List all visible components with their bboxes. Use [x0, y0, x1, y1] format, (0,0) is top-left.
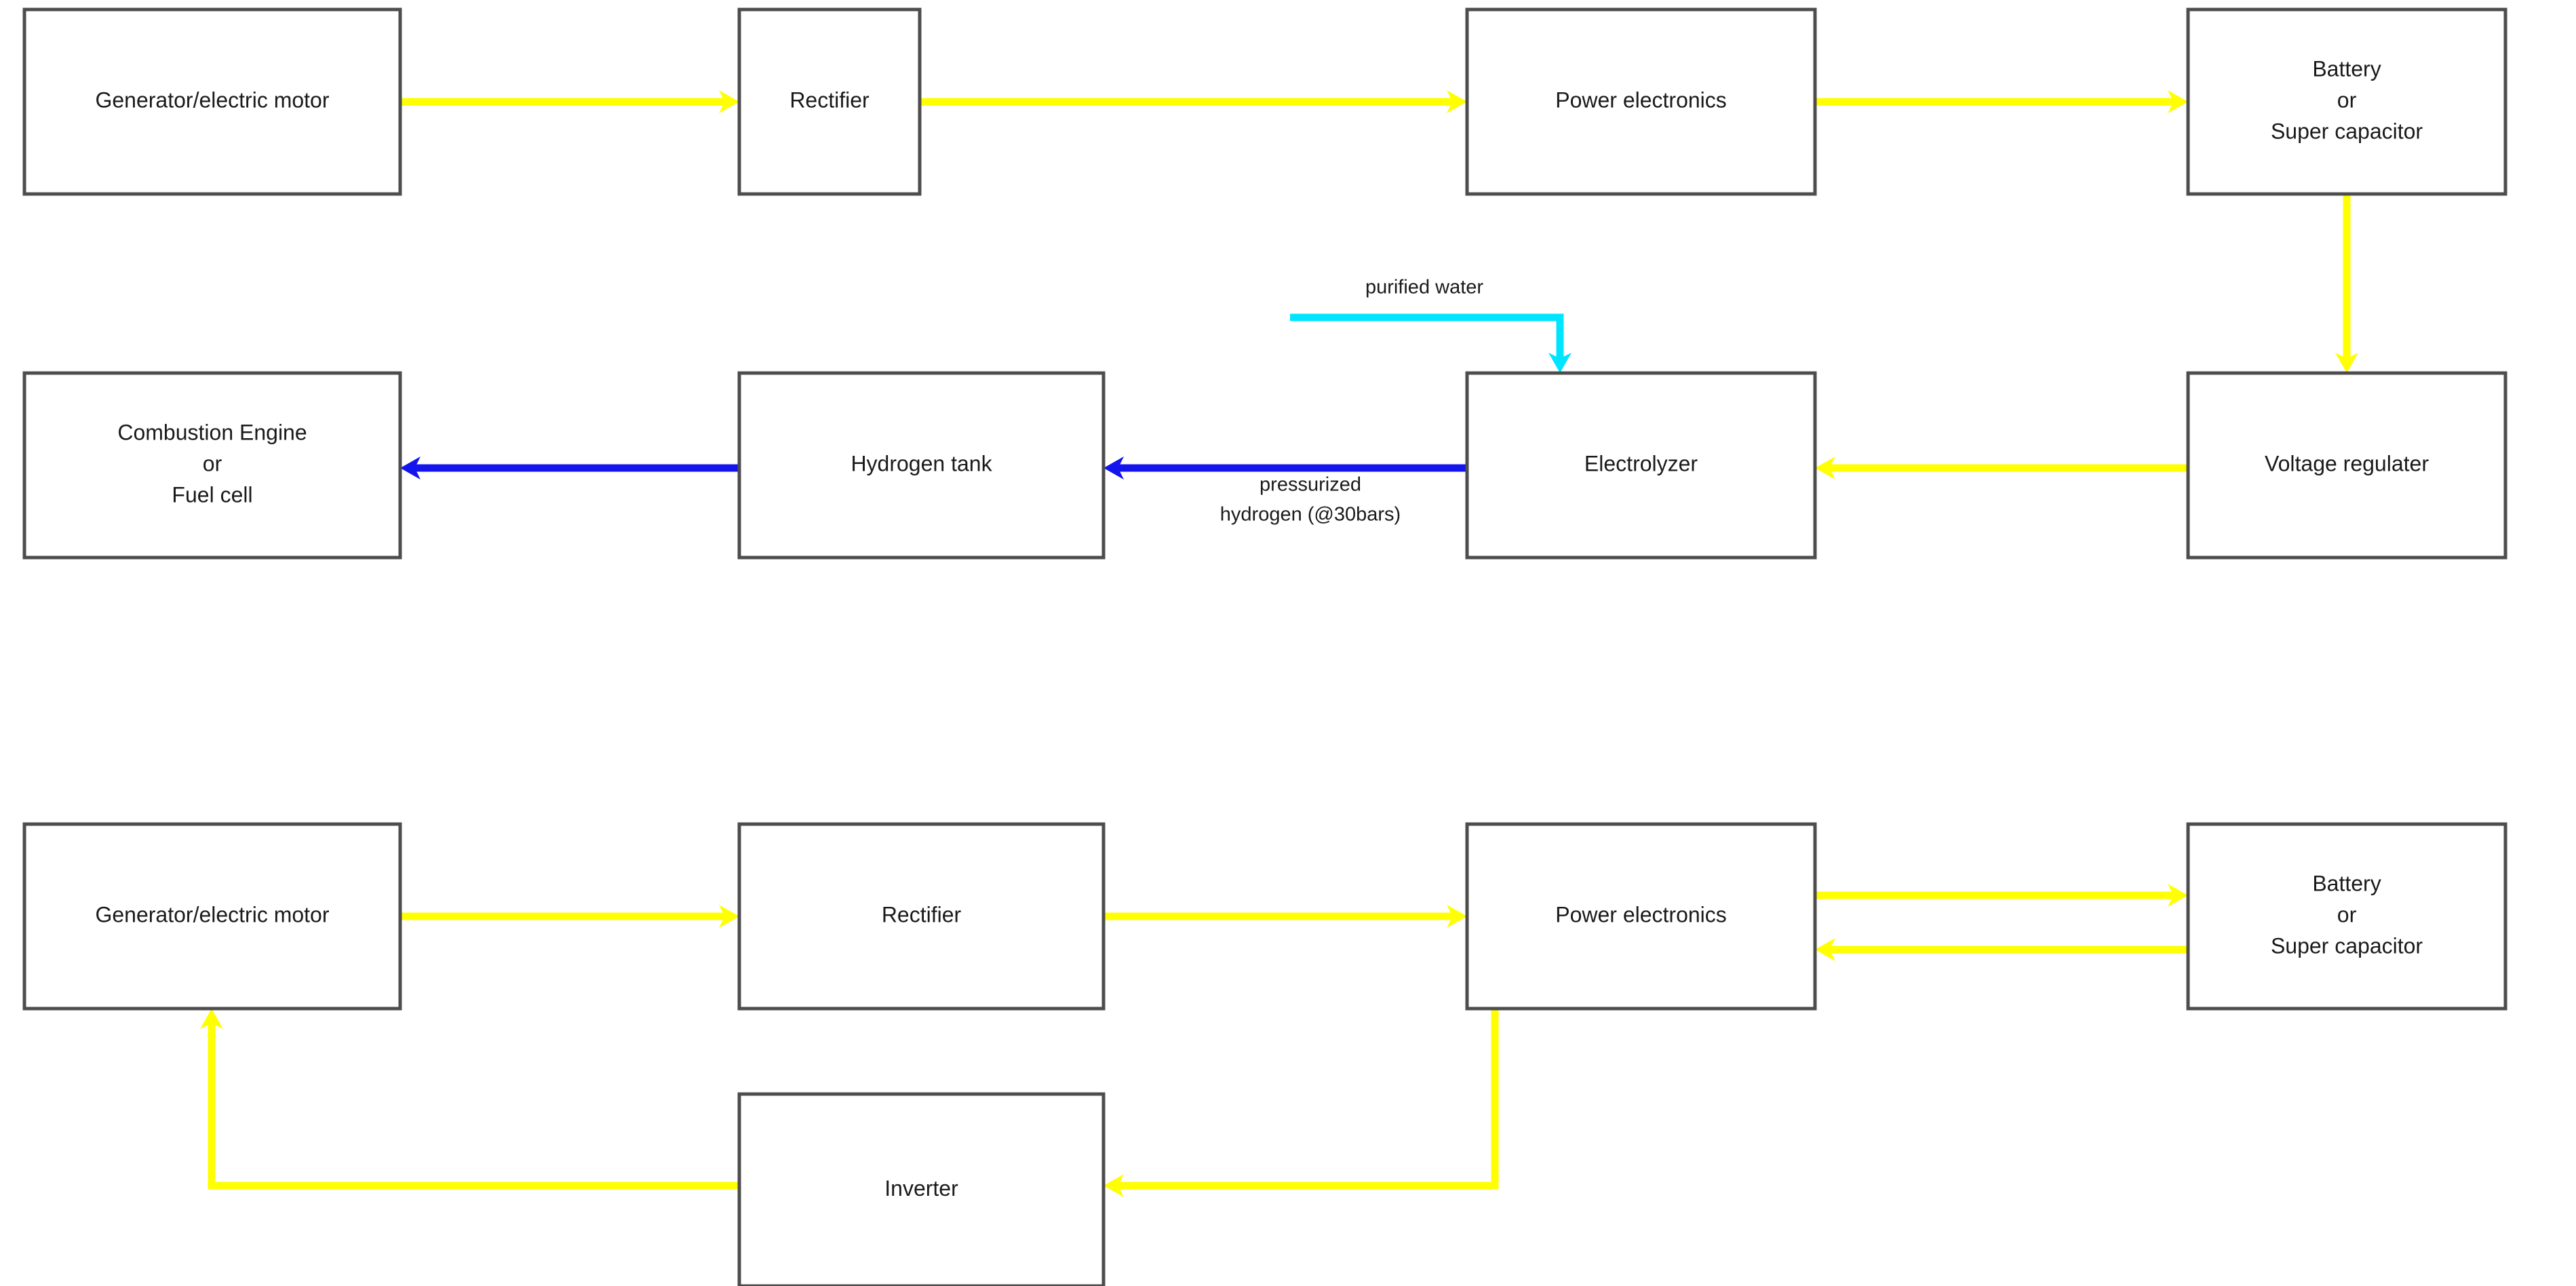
flow-edge-e5	[1815, 456, 2188, 480]
node-label-batt_top: or	[2337, 87, 2357, 112]
node-box-h2tank[interactable]	[737, 371, 1106, 560]
node-rect_top[interactable]: Rectifier	[737, 7, 922, 196]
node-inverter[interactable]: Inverter	[737, 1092, 1106, 1286]
edges-layer	[200, 90, 2358, 1197]
flow-edge-e1	[400, 90, 739, 113]
node-label-pe_top: Power electronics	[1555, 87, 1727, 112]
edge-label-text-lbl_hydrogen: hydrogen (@30bars)	[1220, 504, 1401, 526]
edge-label-lbl_hydrogen: pressurized hydrogen (@30bars)	[1220, 474, 1401, 526]
flow-edge-e11	[1815, 884, 2188, 907]
edge-label-text-lbl_water: purified water	[1365, 277, 1483, 298]
node-box-rect_top[interactable]	[737, 7, 922, 196]
flow-edge-e10	[1104, 905, 1467, 928]
node-box-rect_bot[interactable]	[737, 822, 1106, 1011]
node-label-h2tank: Hydrogen tank	[851, 451, 992, 475]
arrow-head-up-icon	[200, 1009, 223, 1029]
node-label-batt_bot: Battery	[2312, 871, 2381, 895]
node-box-gen_bot[interactable]	[22, 822, 402, 1011]
node-gen_bot[interactable]: Generator/electric motor	[22, 822, 402, 1011]
edge-labels-layer: purified water pressurized hydrogen (@30ba…	[1220, 277, 1484, 526]
node-box-engine[interactable]	[22, 371, 402, 560]
flow-edge-e14	[200, 1009, 739, 1190]
arrow-head-right-icon	[2168, 884, 2188, 907]
arrow-head-right-icon	[719, 905, 739, 928]
node-label-rect_top: Rectifier	[789, 87, 870, 112]
node-gen_top[interactable]: Generator/electric motor	[22, 7, 402, 196]
node-box-pe_bot[interactable]	[1465, 822, 1817, 1011]
node-box-batt_bot[interactable]	[2186, 822, 2507, 1011]
arrow-head-left-icon	[1104, 456, 1124, 480]
node-label-gen_bot: Generator/electric motor	[95, 902, 329, 927]
node-box-electrolyzer[interactable]	[1465, 371, 1817, 560]
arrow-head-right-icon	[1447, 90, 1467, 113]
flow-edge-e2	[920, 90, 1467, 113]
node-box-batt_top[interactable]	[2186, 7, 2507, 196]
flow-edge-e12	[1815, 938, 2188, 961]
flow-line-water	[1290, 313, 1564, 363]
node-rect_bot[interactable]: Rectifier	[737, 822, 1106, 1011]
node-box-inverter[interactable]	[737, 1092, 1106, 1286]
flow-edge-e3	[1815, 90, 2188, 113]
flow-edge-e7	[400, 456, 739, 480]
arrow-head-right-icon	[719, 90, 739, 113]
edge-label-text-lbl_hydrogen: pressurized	[1260, 474, 1361, 496]
node-pe_top[interactable]: Power electronics	[1465, 7, 1817, 196]
flow-edge-e4	[2335, 194, 2358, 373]
node-pe_bot[interactable]: Power electronics	[1465, 822, 1817, 1011]
node-label-gen_top: Generator/electric motor	[95, 87, 329, 112]
node-label-batt_bot: Super capacitor	[2271, 933, 2423, 958]
flow-edge-e8	[1290, 313, 1572, 373]
node-label-engine: or	[203, 451, 222, 475]
arrow-head-down-icon	[2335, 353, 2358, 373]
arrow-head-down-icon	[1548, 353, 1572, 373]
node-label-pe_bot: Power electronics	[1555, 902, 1727, 927]
arrow-head-right-icon	[2168, 90, 2188, 113]
node-label-batt_top: Battery	[2312, 56, 2381, 81]
node-label-rect_bot: Rectifier	[882, 902, 962, 927]
arrow-head-left-icon	[1815, 938, 1835, 961]
node-label-engine: Fuel cell	[172, 482, 252, 507]
node-box-gen_top[interactable]	[22, 7, 402, 196]
node-label-vreg: Voltage regulater	[2265, 451, 2429, 475]
flow-edge-e13	[1104, 1009, 1499, 1197]
node-label-batt_top: Super capacitor	[2271, 119, 2423, 143]
node-box-pe_top[interactable]	[1465, 7, 1817, 196]
flow-edge-e6	[1104, 456, 1467, 480]
arrow-head-right-icon	[1447, 905, 1467, 928]
edge-label-lbl_water: purified water	[1365, 277, 1483, 298]
node-electrolyzer[interactable]: Electrolyzer	[1465, 371, 1817, 560]
node-h2tank[interactable]: Hydrogen tank	[737, 371, 1106, 560]
flow-line-electric	[1114, 1009, 1499, 1190]
node-vreg[interactable]: Voltage regulater	[2186, 371, 2507, 560]
node-label-engine: Combustion Engine	[117, 420, 307, 444]
arrow-head-left-icon	[1815, 456, 1835, 480]
node-label-inverter: Inverter	[884, 1176, 958, 1201]
arrow-head-left-icon	[400, 456, 421, 480]
flow-line-electric	[208, 1019, 739, 1190]
node-box-vreg[interactable]	[2186, 371, 2507, 560]
node-label-batt_bot: or	[2337, 902, 2357, 927]
node-label-electrolyzer: Electrolyzer	[1584, 451, 1698, 475]
arrow-head-left-icon	[1104, 1174, 1124, 1197]
flow-edge-e9	[400, 905, 739, 928]
